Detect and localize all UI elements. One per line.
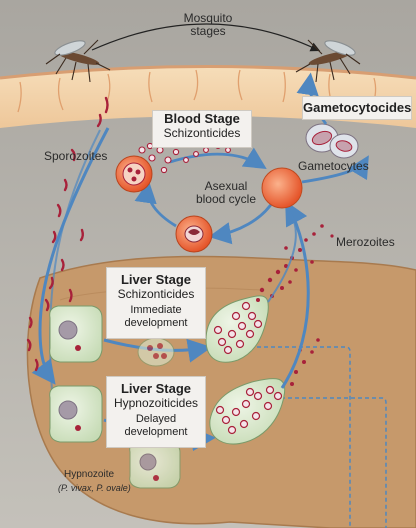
liver-schizont-upper <box>205 295 269 363</box>
blood-stage-title: Blood Stage <box>164 111 240 126</box>
hepatocyte-lower <box>49 385 103 443</box>
mosquito-stages-label: Mosquito stages <box>183 11 233 38</box>
sporozoite-parasites <box>26 96 109 372</box>
red-blood-cell <box>261 167 303 209</box>
gametocytocides-title: Gametocytocides <box>303 100 412 115</box>
liver-schizont-lower <box>209 378 286 445</box>
hypnozoite-species-label: (P. vivax, P. ovale) <box>58 483 131 493</box>
released-merozoites <box>138 142 231 174</box>
mosquito-cycle-arrow <box>91 23 321 52</box>
hypnozoite-cell <box>129 442 181 489</box>
liver-stage-note-1: Immediate development <box>124 304 188 329</box>
liver-stage-title-2: Liver Stage <box>120 381 192 396</box>
merozoite-arrows <box>267 200 310 389</box>
gametocytes-label: Gametocytes <box>298 159 369 173</box>
developing-schizont <box>137 337 175 367</box>
hypnozoite-label: Hypnozoite <box>64 469 115 480</box>
liver-stage-note-2: Delayed development <box>124 413 188 438</box>
merozoites-label: Merozoites <box>336 235 395 249</box>
infected-red-cell-upper <box>115 155 153 193</box>
blood-stage-subtitle: Schizonticides <box>163 126 241 140</box>
infected-red-cell-lower <box>175 215 213 253</box>
blood-stage-box: Blood Stage Schizonticides <box>152 110 252 148</box>
liver-stage-subtitle-2: Hypnozoiticides <box>113 396 199 410</box>
liver-stage-title-1: Liver Stage <box>120 272 192 287</box>
dashed-vessel-paths <box>250 346 387 528</box>
gametocyte-cells <box>305 123 359 159</box>
liver-stage-schizonticides-box: Liver Stage Schizonticides Immediate dev… <box>106 267 206 339</box>
liver-stage-subtitle-1: Schizonticides <box>117 287 195 301</box>
gametocytocides-box: Gametocytocides <box>302 96 412 120</box>
sporozoites-label: Sporozoites <box>44 149 108 163</box>
mosquito-left-icon <box>45 39 111 83</box>
liver-stage-hypnozoiticides-box: Liver Stage Hypnozoiticides Delayed deve… <box>106 376 206 448</box>
hepatocyte-upper <box>49 305 103 363</box>
blood-cycle-arrows <box>134 147 276 245</box>
asexual-blood-cycle-label: Asexual blood cycle <box>195 179 257 206</box>
